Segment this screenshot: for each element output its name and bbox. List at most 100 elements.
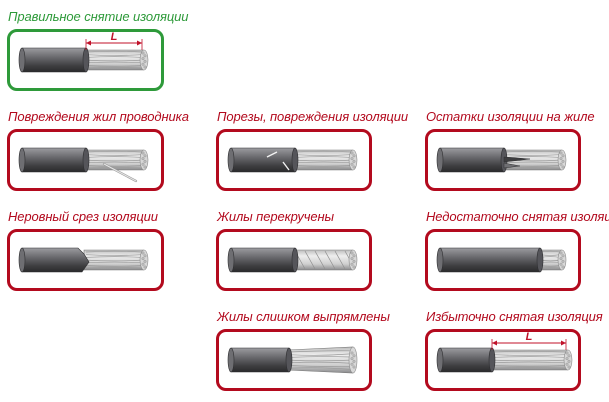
strand-end-dot (559, 257, 563, 261)
strand-end-dot (561, 259, 565, 263)
strand-end-dot (352, 265, 356, 269)
panel-frame-twisted (216, 229, 372, 291)
strand-end-dot (141, 262, 145, 266)
panel-title-straightened: Жилы слишком выпрямлены (217, 309, 390, 324)
strand-line (85, 161, 143, 164)
dimension-arrow (561, 340, 566, 346)
panel-frame-insufficient (425, 229, 581, 291)
strand-line (503, 167, 561, 169)
strand-end-dot (352, 254, 356, 258)
insulation-body (439, 247, 541, 273)
strand-end-dot (352, 354, 356, 358)
panel-frame-correct: L (7, 29, 164, 91)
strand-line (294, 165, 352, 167)
strand-line (85, 259, 143, 262)
panel-frame-cuts (216, 129, 372, 191)
strand-line (85, 167, 143, 169)
strand-end-dot (143, 254, 147, 258)
strand-line (85, 254, 143, 256)
insulation-back-end (227, 147, 235, 173)
strand-end-dot (561, 265, 565, 269)
strand-line (288, 359, 352, 362)
strand-bundle (286, 346, 358, 374)
strand-line (294, 150, 352, 153)
cable-illustration-excessive: L (436, 332, 573, 373)
strand-line (85, 156, 143, 158)
strand-line (85, 267, 143, 269)
strand-line (85, 256, 143, 258)
strand-line (288, 361, 352, 364)
strand-line (85, 154, 143, 156)
strand-end-face (348, 346, 358, 374)
strand-end-dot (143, 154, 147, 158)
insulation-back-end (18, 47, 26, 73)
panel-title-insufficient: Недостаточно снятая изоляция (426, 209, 609, 224)
strand-end-dot (561, 254, 565, 258)
strand-line (491, 361, 567, 364)
insulation-back-end (227, 247, 235, 273)
strand-line (294, 159, 352, 162)
strand-end-dot (352, 159, 356, 163)
strand-line (491, 359, 567, 362)
strand-line (85, 265, 143, 267)
panel-title-excessive: Избыточно снятая изоляция (426, 309, 603, 324)
insulation-cut-face (82, 147, 90, 173)
insulation-cut-mark (266, 151, 290, 171)
strand-end-dot (350, 162, 354, 166)
strand-line (288, 353, 352, 356)
strand-end-dot (350, 362, 354, 366)
strand-end-dot (143, 265, 147, 269)
strand-body (83, 49, 145, 71)
insulation-body (21, 247, 90, 273)
strand-body (292, 149, 354, 171)
strand-line (85, 54, 143, 56)
strand-end-dot (352, 365, 356, 369)
strand-end-dot (143, 65, 147, 69)
insulation-back-end (436, 347, 444, 373)
insulation-body (21, 147, 87, 173)
cable-illustration-cuts (227, 147, 358, 173)
strand-end-dot (141, 151, 145, 155)
strand-end-dot (352, 259, 356, 263)
insulation-back-end (18, 247, 26, 273)
dimension-arrow (492, 340, 497, 346)
insulation-cut-face (285, 347, 293, 373)
strand-end-dot (141, 157, 145, 161)
strand-end-dot (141, 251, 145, 255)
cable-illustration-straightened (227, 346, 358, 374)
strand-end-dot (567, 359, 571, 363)
strand-line (85, 150, 143, 153)
strand-line (503, 154, 561, 156)
strand-body (489, 349, 569, 371)
insulation-cut-face (291, 247, 299, 273)
strand-end-dot (567, 354, 571, 358)
dimension-arrow (137, 40, 142, 46)
strand-end-dot (143, 159, 147, 163)
panel-frame-strand-damage (7, 129, 164, 191)
strand-end-dot (352, 359, 356, 363)
insulation-body (230, 347, 290, 373)
strand-end-dot (350, 257, 354, 261)
panel-title-correct: Правильное снятие изоляции (8, 9, 189, 24)
insulation-body (230, 247, 296, 273)
strand-end-dot (350, 251, 354, 255)
strand-line (294, 154, 352, 156)
insulation-cut-face (536, 247, 544, 273)
strand-line (294, 167, 352, 169)
strand-line (491, 350, 567, 353)
strand-line (503, 150, 561, 153)
strand-end-dot (141, 57, 145, 61)
strand-line (491, 356, 567, 358)
strand-end-dot (559, 151, 563, 155)
cable-illustration-strand-damage (18, 147, 149, 183)
insulation-back-end (227, 347, 235, 373)
insulation-back-end (18, 147, 26, 173)
strand-line (85, 56, 143, 58)
strand-line (491, 365, 567, 367)
strand-end-dot (567, 365, 571, 369)
strand-bundle (489, 349, 573, 371)
strand-end-dot (143, 59, 147, 63)
strand-end-dot (565, 357, 569, 361)
cable-illustration-leftovers (436, 147, 567, 173)
strand-end-dot (350, 157, 354, 161)
